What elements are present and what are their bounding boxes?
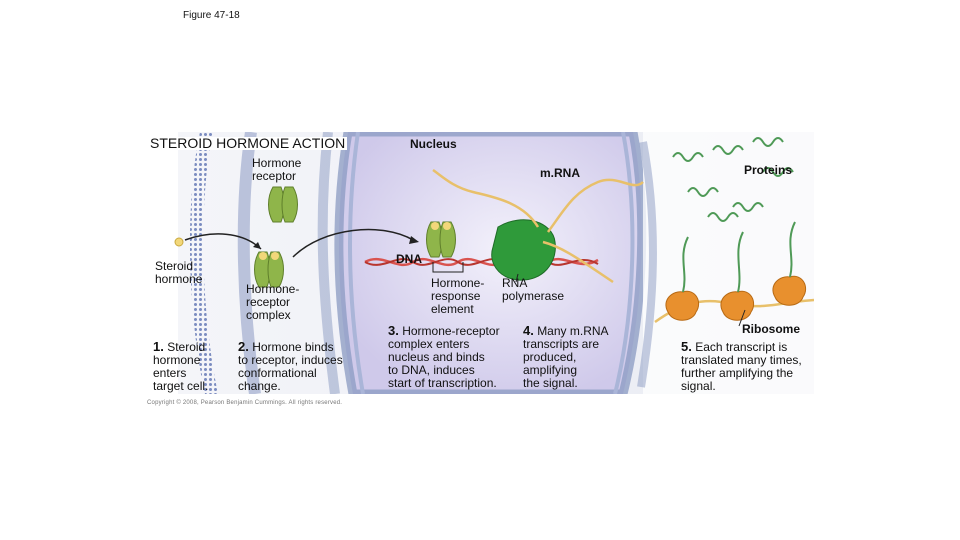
er-membrane-mid <box>317 132 340 394</box>
hormone-receptor-complex <box>254 251 284 288</box>
step-3: 3. Hormone-receptor complex enters nucle… <box>388 323 500 390</box>
outer-nuclear-membrane <box>348 132 365 394</box>
ribosome-label: Ribosome <box>742 322 801 336</box>
copyright-notice: Copyright © 2008, Pearson Benjamin Cummi… <box>147 400 343 406</box>
proteins-label: Proteins <box>744 163 793 177</box>
protein-clusters <box>672 137 794 222</box>
nascent-chain-3 <box>789 221 796 278</box>
nascent-chain-1 <box>682 236 689 293</box>
rna-polymerase <box>491 219 556 281</box>
entry-arrowhead <box>253 242 261 249</box>
hormone-response-element-label: Hormone- response element <box>431 276 485 316</box>
mrna-label: m.RNA <box>540 166 581 180</box>
steroid-hormone-molecule <box>174 237 184 247</box>
step-4: 4. Many m.RNA transcripts are produced, … <box>523 323 609 390</box>
er-membrane-left <box>237 132 261 394</box>
figure-label: Figure 47-18 <box>183 10 240 21</box>
hormone-receptor-complex-label: Hormone- receptor complex <box>246 282 300 322</box>
nascent-chain-2 <box>737 231 744 293</box>
nucleus-label: Nucleus <box>410 137 457 151</box>
mrna-strand-1 <box>432 168 540 228</box>
nuclear-envelope <box>334 132 647 394</box>
entry-arrow <box>184 233 262 250</box>
polymerase-pointer <box>515 273 519 283</box>
dna-label: DNA <box>396 252 422 266</box>
nuclear-entry-arrow <box>292 228 414 258</box>
response-element-bracket <box>432 262 464 273</box>
hormone-receptor <box>268 186 298 223</box>
diagram-title: STEROID HORMONE ACTION <box>148 135 348 151</box>
steroid-hormone-diagram <box>174 132 814 394</box>
ribosome-pointer <box>738 309 746 327</box>
bound-hormone-receptor <box>426 221 456 258</box>
dna-strand-a <box>364 257 599 267</box>
er-membrane-right <box>637 141 657 388</box>
step-1: 1. Steroid hormone enters target cell. <box>153 339 209 393</box>
step-2: 2. Hormone binds to receptor, induces co… <box>238 339 343 393</box>
cell-membrane <box>189 132 218 394</box>
cytoplasm-right <box>643 132 814 394</box>
mrna-strand-3 <box>542 240 614 284</box>
ribosome-2 <box>720 290 755 321</box>
outer-nuclear-membrane-right <box>613 132 635 394</box>
nuclear-entry-arrowhead <box>409 236 419 244</box>
mrna-strand-2 <box>546 178 644 233</box>
steroid-hormone-label: Steroid hormone <box>155 259 203 286</box>
rna-polymerase-label: RNA polymerase <box>502 276 565 303</box>
step-5: 5. Each transcript is translated many ti… <box>681 339 802 393</box>
dna-strand-b <box>364 258 599 266</box>
hormone-receptor-label: Hormone receptor <box>252 156 302 183</box>
ribosome-1 <box>665 290 700 321</box>
ribosome-3 <box>772 275 807 306</box>
